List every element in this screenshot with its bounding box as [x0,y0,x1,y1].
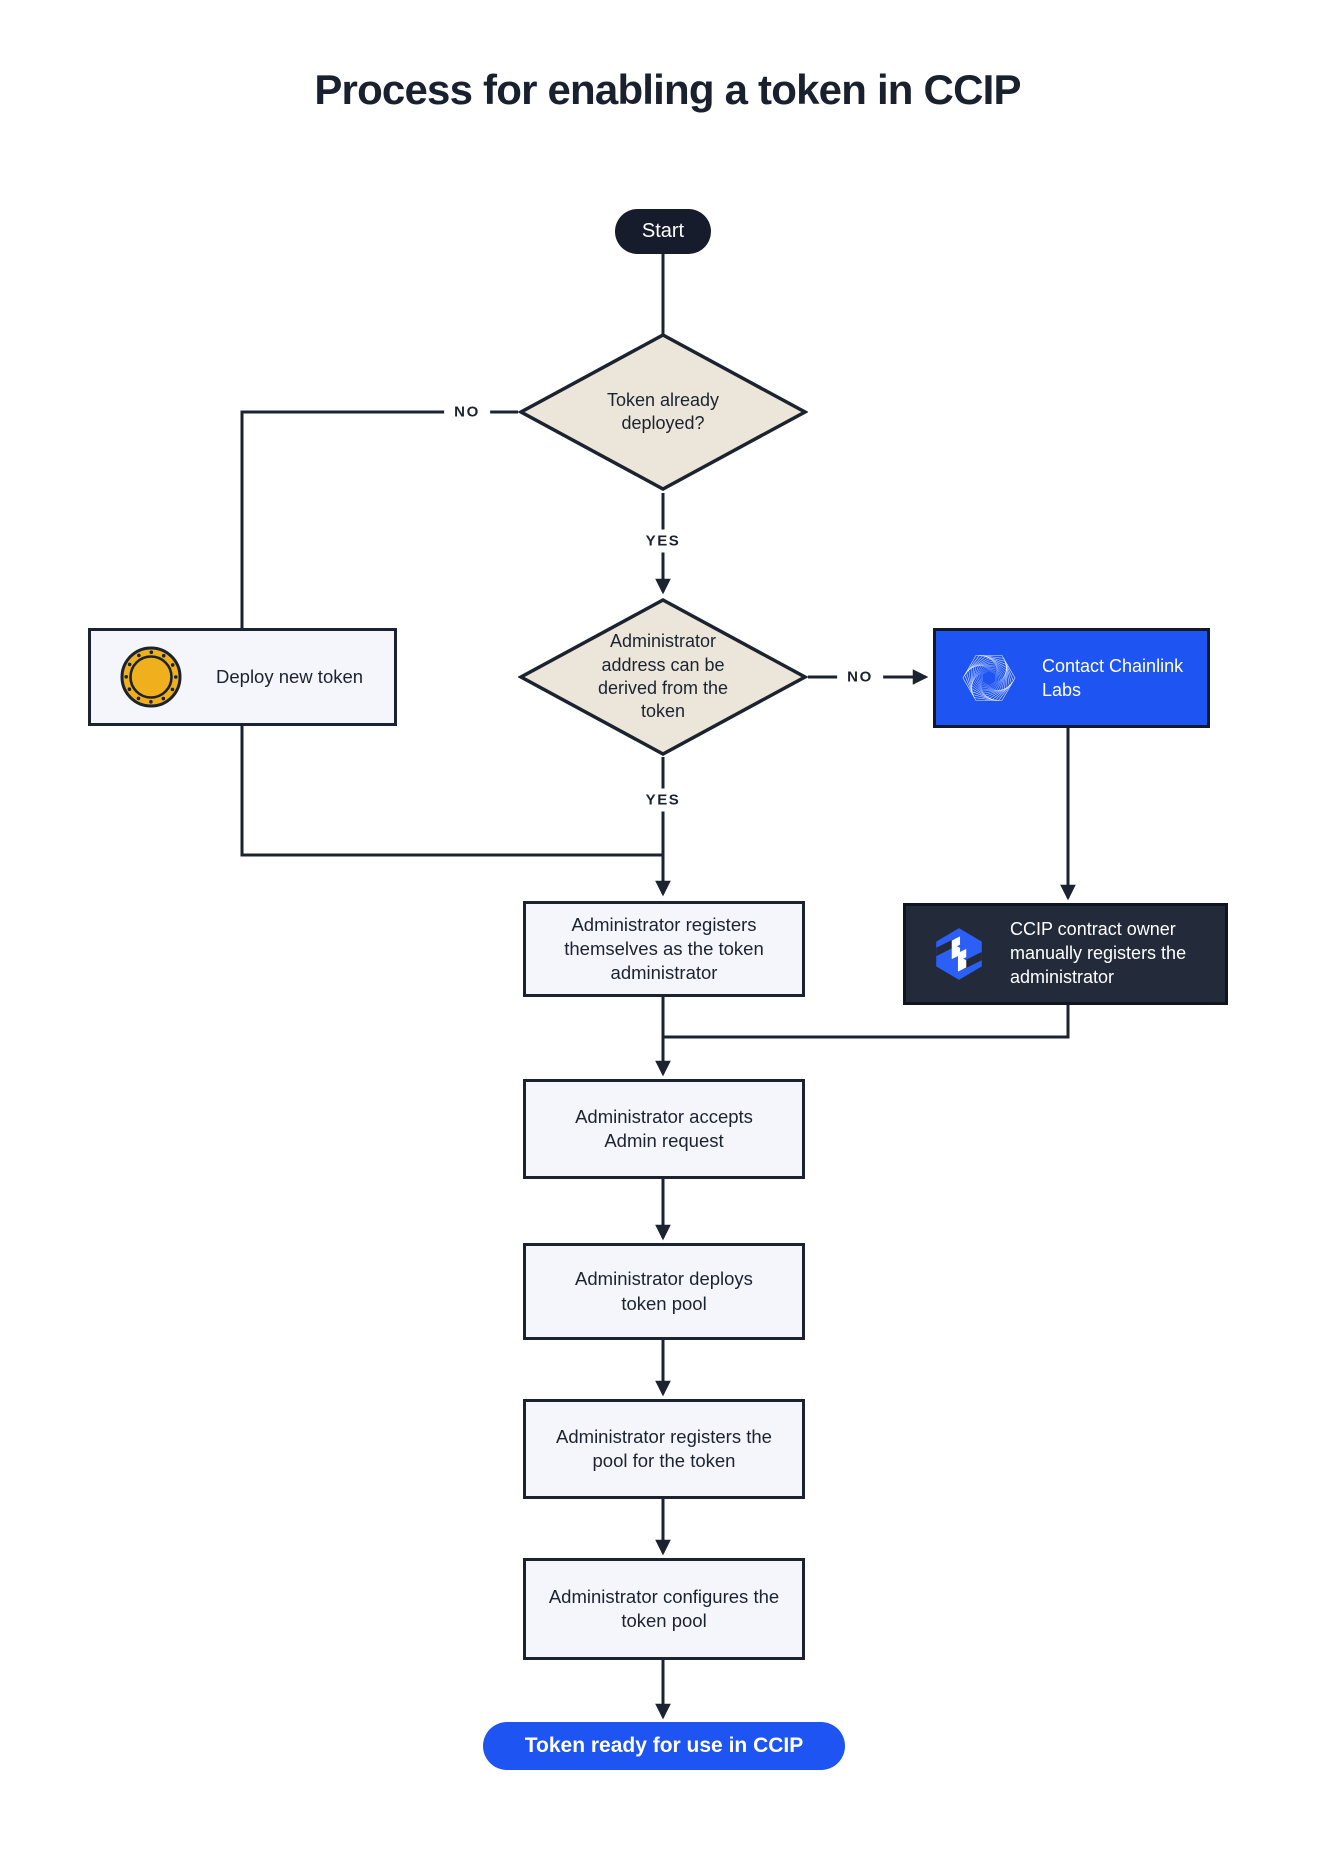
page-title: Process for enabling a token in CCIP [314,66,1021,113]
edge-label-admin-derivable-yes: YES [635,788,691,812]
node-start: Start [615,209,711,254]
contact-chainlink-labs-label: Contact Chainlink Labs [1042,655,1184,700]
node-ccip-owner-registers: CCIP contract owner manually registers t… [903,903,1228,1005]
chainlink-labs-logo-icon [958,647,1020,709]
admin-deploys-pool-label: Administrator deploys token pool [575,1268,753,1314]
node-admin-registers-pool: Administrator registers the pool for the… [523,1399,805,1499]
node-admin-configures-pool: Administrator configures the token pool [523,1558,805,1660]
diamond-shape [518,333,808,491]
node-contact-chainlink-labs: Contact Chainlink Labs [933,628,1210,728]
coin-icon [119,645,183,709]
edge-label-token-deployed-no: NO [444,400,490,424]
token-ready-label: Token ready for use in CCIP [524,1734,804,1757]
admin-registers-self-label: Administrator registers themselves as th… [564,913,764,984]
admin-configures-pool-label: Administrator configures the token pool [548,1585,780,1631]
admin-accepts-label: Administrator accepts Admin request [575,1105,753,1151]
admin-registers-pool-label: Administrator registers the pool for the… [556,1425,772,1471]
node-admin-registers-self: Administrator registers themselves as th… [523,901,805,997]
start-label: Start [641,220,685,242]
edge-token-deployed-no [240,410,518,628]
edge-label-admin-derivable-no: NO [837,665,883,689]
node-admin-accepts: Administrator accepts Admin request [523,1079,805,1179]
ccip-logo-icon [930,925,988,983]
node-deploy-new-token: Deploy new token [88,628,397,726]
edge-label-token-deployed-yes: YES [635,529,691,553]
decision-admin-derivable-label: Administrator address can be derived fro… [597,631,729,722]
diamond-shape [518,598,808,756]
decision-admin-derivable: Administrator address can be derived fro… [518,597,808,757]
node-token-ready: Token ready for use in CCIP [483,1722,845,1770]
deploy-new-token-label: Deploy new token [216,665,364,687]
decision-token-deployed: Token already deployed? [518,332,808,492]
node-admin-deploys-pool: Administrator deploys token pool [523,1243,805,1340]
decision-token-deployed-label: Token already deployed? [606,389,720,433]
ccip-owner-registers-label: CCIP contract owner manually registers t… [1010,919,1187,987]
edge-deploy-merge [240,726,663,857]
edge-ccip-owner-merge [663,1005,1070,1039]
